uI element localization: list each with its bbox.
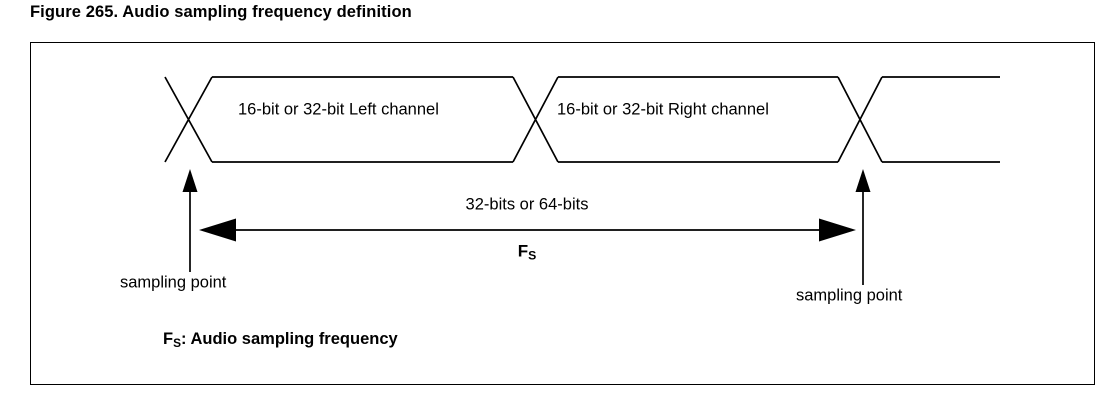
left-channel-label: 16-bit or 32-bit Left channel <box>238 100 439 119</box>
arrowhead-left <box>199 218 236 242</box>
frame-width-double-arrow <box>199 218 856 242</box>
legend-symbol-base: F <box>163 330 174 349</box>
right-channel-label: 16-bit or 32-bit Right channel <box>557 100 769 119</box>
arrowhead-up-right <box>855 169 871 192</box>
waveform-group <box>164 76 1000 163</box>
fs-symbol-subscript: S <box>528 248 537 263</box>
figure-caption: Figure 265. Audio sampling frequency def… <box>30 3 412 21</box>
legend-symbol-subscript: S <box>173 335 182 350</box>
waveform-crossing-middle <box>512 76 559 163</box>
fs-symbol-label: FS <box>518 241 537 262</box>
fs-symbol-base: F <box>517 241 529 261</box>
arrowhead-up-left <box>182 169 198 192</box>
legend-fs-definition: FS: Audio sampling frequency <box>163 330 398 350</box>
sampling-point-left-arrow <box>182 169 198 272</box>
waveform-crossing-left <box>164 76 213 163</box>
arrowhead-right <box>819 218 856 242</box>
frame-width-label: 32-bits or 64-bits <box>465 195 589 214</box>
sampling-point-left-label: sampling point <box>120 273 227 292</box>
sampling-point-right-label: sampling point <box>796 286 903 305</box>
figure-frame-border <box>30 42 1095 385</box>
sampling-point-right-arrow <box>855 169 871 285</box>
legend-text: : Audio sampling frequency <box>181 330 398 349</box>
waveform-crossing-right <box>837 76 883 163</box>
